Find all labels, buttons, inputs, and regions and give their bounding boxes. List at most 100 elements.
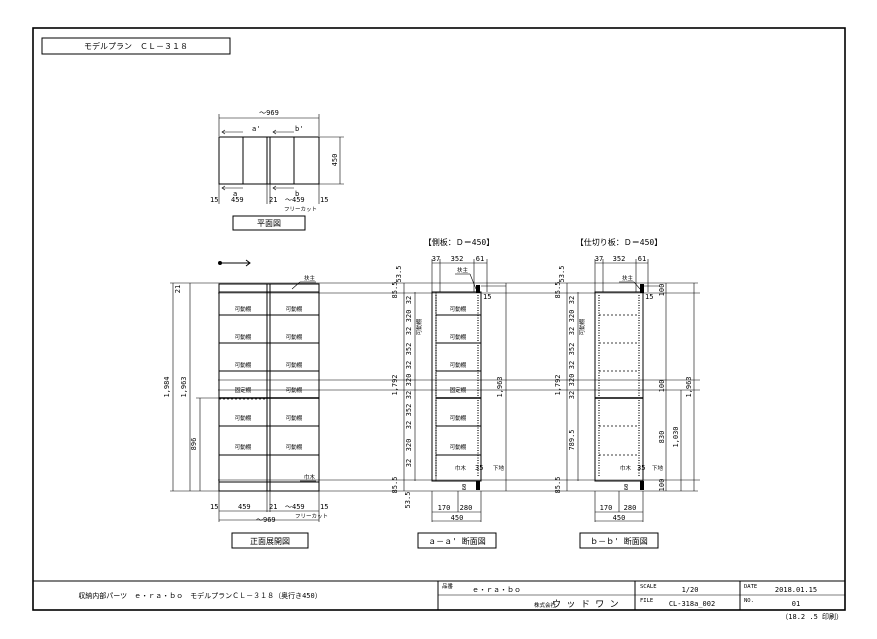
title-file: CL-318a_002 xyxy=(669,600,715,608)
title-company: ウ ッ ド ワ ン xyxy=(552,599,619,610)
front-shelf-label: 可動棚 xyxy=(286,414,303,422)
front-shelf-label: 可動棚 xyxy=(235,443,252,451)
section-b-bottom-dim: 170 xyxy=(600,504,613,512)
section-a-top-label: 扶主 xyxy=(457,266,469,274)
section-a-left-dim: 320 xyxy=(405,310,413,323)
section-b-left-dim: 789.5 xyxy=(568,429,576,450)
section-a-top-dim: 61 xyxy=(476,255,484,263)
section-b-top-dim: 37 xyxy=(595,255,603,263)
front-view: 可動棚 可動棚 可動棚 可動棚 可動棚 可動棚 固定棚 可動棚 可動棚 可動棚 … xyxy=(163,274,328,549)
section-a-side-label: 可動棚 xyxy=(415,318,423,335)
front-shelf-label: 可動棚 xyxy=(286,333,303,341)
front-dim-lower: 896 xyxy=(190,438,198,451)
section-b-dim-35: 35 xyxy=(637,464,645,472)
front-shelf-fixed-label: 固定棚 xyxy=(235,386,252,394)
plan-outline xyxy=(218,136,320,185)
section-b-top-dim: 61 xyxy=(638,255,646,263)
section-a-left-dim: 32 xyxy=(405,459,413,467)
plan-depth: 450 xyxy=(331,154,339,167)
plan-free-cut: フリーカット xyxy=(284,206,317,213)
section-b-left-dim: 352 xyxy=(568,343,576,356)
section-b-caption-box xyxy=(579,532,659,549)
title-file-label: FILE xyxy=(640,598,653,604)
section-a-shelf-label: 可動棚 xyxy=(450,333,467,341)
front-dim-top: 21 xyxy=(174,285,182,293)
section-a-shelf-label: 可動棚 xyxy=(450,361,467,369)
section-b-bottom-total: 450 xyxy=(613,514,626,522)
plan-dim-left-gap: 15 xyxy=(210,196,218,204)
title-no-label: NO. xyxy=(744,598,754,604)
title-product-label: 品番 xyxy=(442,583,454,590)
front-shelf-label: 可動棚 xyxy=(235,305,252,313)
direction-arrow xyxy=(218,259,251,267)
section-b-dim-100-bottom: 100 xyxy=(658,479,666,492)
section-a-left-dim: 32 xyxy=(405,391,413,399)
section-a-shelf-label: 可動棚 xyxy=(450,414,467,422)
section-a-header: 【側板：Ｄ＝450】 xyxy=(424,237,494,247)
section-a-left-dim: 32 xyxy=(405,327,413,335)
section-a-dim-85-bottom: 85.5 xyxy=(391,477,399,494)
front-caption-box xyxy=(231,532,309,549)
section-b-bottom-label-b: 下地 xyxy=(652,464,664,472)
title-company-label: 株式会社 xyxy=(534,601,557,609)
section-a-bottom-label-a: 巾木 xyxy=(455,464,467,472)
front-free-cut: フリーカット xyxy=(295,513,328,520)
front-bottom-label: 巾木 xyxy=(304,473,316,481)
section-a-caption-box xyxy=(417,532,497,549)
section-a-left-dim: 32 xyxy=(405,361,413,369)
section-a-top-dim: 37 xyxy=(432,255,440,263)
plan-cut-a-bottom: a xyxy=(233,190,237,198)
section-a-bottom-label-b: 下地 xyxy=(493,464,505,472)
front-top-label: 扶主 xyxy=(304,274,316,282)
front-dim-bottom-left: 459 xyxy=(238,503,251,511)
front-dim-bottom-total: ～969 xyxy=(256,516,276,524)
section-b-panel xyxy=(594,291,644,482)
section-b: 【仕切り板：Ｄ＝450】 37 352 61 扶主 15 可動棚 巾木 35 下… xyxy=(554,237,695,549)
front-outline xyxy=(218,283,320,492)
plan-dim-left-width: 459 xyxy=(231,196,244,204)
section-a-left-dim: 320 xyxy=(405,439,413,452)
section-a-shelf-label: 可動棚 xyxy=(450,443,467,451)
front-dim-bottom-right-gap: 15 xyxy=(320,503,328,511)
section-a-panel xyxy=(431,291,482,482)
section-a-shelf-fixed-label: 固定棚 xyxy=(450,386,467,394)
section-b-dim-100-mid: 100 xyxy=(658,380,666,393)
title-no: 01 xyxy=(792,600,800,608)
title-print-note: （18.2 .5 印刷） xyxy=(781,613,843,621)
section-b-dim-1963: 1,963 xyxy=(685,376,693,397)
plan-cut-b-top: b' xyxy=(295,125,303,133)
section-a-dim-1963: 1,963 xyxy=(496,376,504,397)
section-b-side-label: 可動棚 xyxy=(578,318,586,335)
front-dim-bottom-right: ～459 xyxy=(285,503,305,511)
section-b-top-dim: 352 xyxy=(613,255,626,263)
plan-dim-mid: 21 xyxy=(269,196,277,204)
section-a-dim-60: 60 xyxy=(462,484,468,491)
front-dim-total: 1,984 xyxy=(163,376,171,397)
front-caption: 正面展開図 xyxy=(250,537,290,546)
section-b-dim-60: 60 xyxy=(624,484,630,491)
section-a-caption: ａ－ａ' 断面図 xyxy=(428,536,486,546)
section-a-dim-35: 35 xyxy=(475,464,483,472)
plan-dim-right-gap: 15 xyxy=(320,196,328,204)
front-shelf-label: 可動棚 xyxy=(235,414,252,422)
title-product: ｅ・ｒａ・ｂｏ xyxy=(472,586,521,594)
section-a: 【側板：Ｄ＝450】 37 352 61 可動棚 可動棚 可動棚 固定棚 可動棚… xyxy=(391,237,507,549)
section-a-dim-top-left: 53.5 xyxy=(395,266,403,283)
section-b-left-dim: 32 xyxy=(568,327,576,335)
front-shelf-label: 可動棚 xyxy=(286,305,303,313)
title-date: 2018.01.15 xyxy=(775,586,817,594)
section-b-left-dim: 320 xyxy=(568,310,576,323)
section-b-top-label: 扶主 xyxy=(622,274,634,282)
section-a-left-dim: 32 xyxy=(405,296,413,304)
section-a-dim-1792: 1,792 xyxy=(391,374,399,395)
section-b-bottom-label-a: 巾木 xyxy=(620,464,632,472)
plan-view: ～969 a' b' a b 450 15 459 21 ～459 15 xyxy=(210,109,344,231)
section-a-left-dim: 352 xyxy=(405,343,413,356)
front-dim-body: 1,963 xyxy=(180,376,188,397)
title-description: 収納内部パーツ ｅ・ｒａ・ｂｏ モデルプランＣＬ－３１８（奥行き450） xyxy=(78,591,322,600)
section-a-left-dim: 32 xyxy=(405,421,413,429)
section-a-dim-53-bottom: 53.5 xyxy=(404,492,412,509)
title-scale: 1/20 xyxy=(682,586,699,594)
section-b-dim-1792: 1,792 xyxy=(554,374,562,395)
plan-cut-a-top: a' xyxy=(252,125,260,133)
